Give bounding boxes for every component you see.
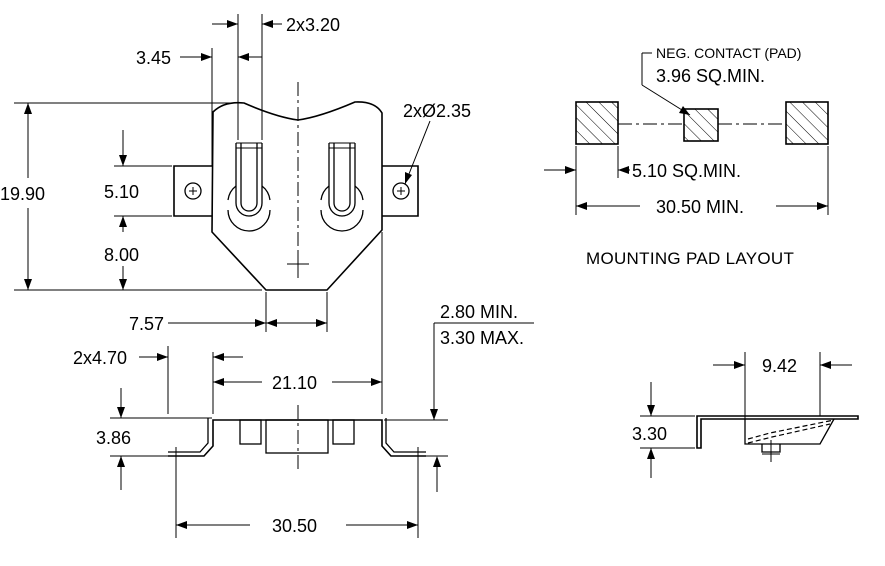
dim-offset: 3.45	[136, 48, 171, 68]
dim-bottom-width: 7.57	[129, 314, 164, 334]
left-contact-spring	[227, 142, 271, 232]
dim-tab-height: 5.10	[104, 182, 139, 202]
side-view: 2x4.70 21.10 2.80 MIN. 3.30 MAX. 3.86	[73, 232, 534, 538]
dim-standoff-max: 3.30 MAX.	[440, 328, 524, 348]
right-tab-hole	[392, 182, 410, 200]
mounting-pad-layout: NEG. CONTACT (PAD) 3.96 SQ.MIN. 5.10 SQ.…	[544, 45, 829, 268]
right-contact-spring	[320, 142, 364, 232]
dim-end-width: 9.42	[762, 356, 797, 376]
pad-layout-caption: MOUNTING PAD LAYOUT	[586, 249, 794, 268]
dim-standoff-min: 2.80 MIN.	[440, 302, 518, 322]
side-contact-block	[265, 419, 329, 454]
dim-height: 19.90	[0, 184, 45, 204]
end-view: 9.42 3.30	[632, 352, 859, 478]
right-tab	[382, 165, 419, 217]
end-profile	[696, 415, 859, 449]
neg-contact-label: NEG. CONTACT (PAD)	[656, 45, 801, 61]
left-tab	[173, 165, 212, 217]
left-pad	[575, 101, 619, 145]
dim-hole: 2xØ2.35	[403, 101, 471, 121]
dim-lower-height: 8.00	[104, 245, 139, 265]
pad-span: 30.50 MIN.	[656, 197, 744, 217]
right-pad	[785, 101, 829, 145]
dim-side-height: 3.86	[96, 428, 131, 448]
side-profile	[168, 419, 426, 457]
dim-body-width: 21.10	[272, 373, 317, 393]
top-view: 2x3.20 3.45 2xØ2.35 19.90 5.10 8.00	[0, 14, 471, 334]
dim-end-height: 3.30	[632, 424, 667, 444]
dim-pin-width: 2x3.20	[286, 15, 340, 35]
center-pad	[683, 108, 719, 142]
left-tab-hole	[184, 182, 202, 200]
neg-contact-size: 3.96 SQ.MIN.	[656, 66, 765, 86]
dim-overall-width: 30.50	[272, 516, 317, 536]
pad-size: 5.10 SQ.MIN.	[632, 161, 741, 181]
dim-lead: 2x4.70	[73, 348, 127, 368]
